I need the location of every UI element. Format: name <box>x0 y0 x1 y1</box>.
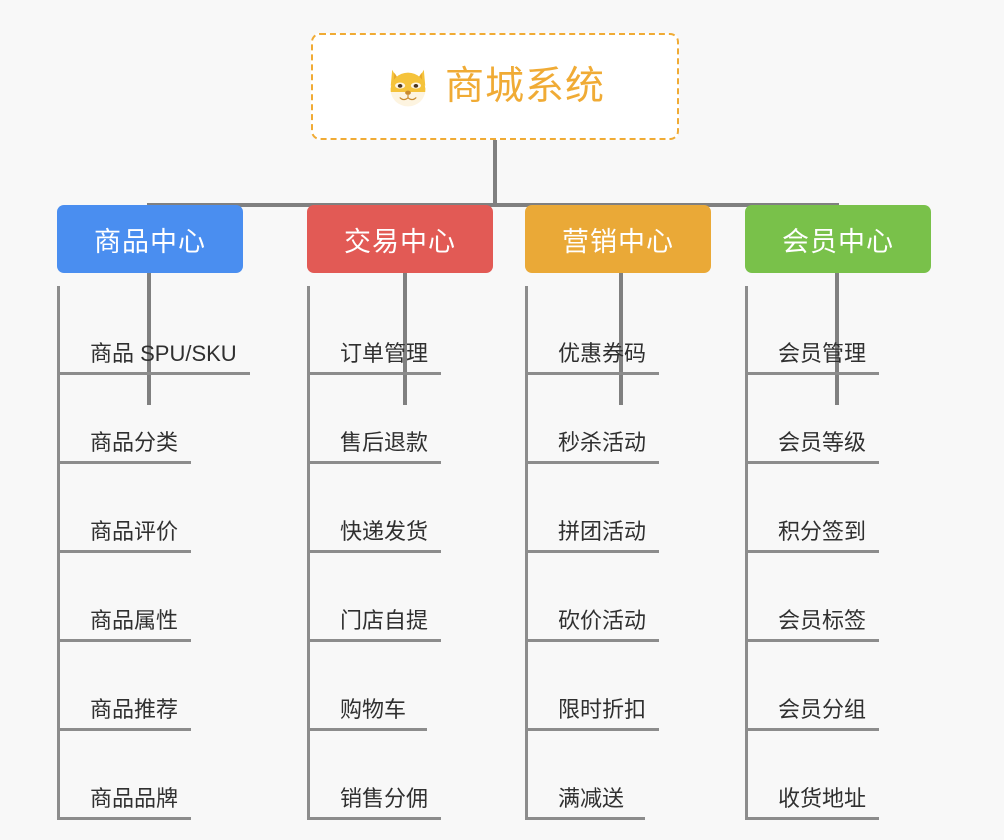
leaf-underline <box>745 372 879 375</box>
leaf-label: 购物车 <box>340 697 407 722</box>
leaf-label: 商品品牌 <box>90 786 179 811</box>
list-item[interactable]: 满减送 <box>525 731 711 820</box>
list-item[interactable]: 商品评价 <box>57 464 243 553</box>
category-column-1: 商品中心 商品 SPU/SKU 商品分类 商品评价 商品属性 商品推荐 <box>57 205 250 820</box>
leaf-underline <box>745 817 879 820</box>
list-item[interactable]: 砍价活动 <box>525 553 711 642</box>
leaf-label: 会员等级 <box>778 430 867 455</box>
list-item[interactable]: 限时折扣 <box>525 642 711 731</box>
leaf-label: 会员管理 <box>778 341 867 366</box>
leaf-underline <box>745 639 879 642</box>
leaf-underline <box>57 461 191 464</box>
category-column-2: 交易中心 订单管理 售后退款 快递发货 门店自提 购物车 <box>307 205 493 820</box>
leaf-underline <box>525 728 659 731</box>
leaf-underline <box>307 461 441 464</box>
connector-drop-3 <box>619 203 623 405</box>
leaf-underline <box>307 728 427 731</box>
leaf-underline <box>57 728 191 731</box>
list-item[interactable]: 销售分佣 <box>307 731 493 820</box>
list-item[interactable]: 商品 SPU/SKU <box>57 286 250 375</box>
leaf-label: 积分签到 <box>778 519 867 544</box>
leaf-rail-4 <box>745 286 748 820</box>
category-header-4[interactable]: 会员中心 <box>745 205 931 273</box>
leaf-underline <box>57 372 250 375</box>
leaf-label: 砍价活动 <box>558 608 647 633</box>
leaf-label: 售后退款 <box>340 430 429 455</box>
leaf-label: 商品推荐 <box>90 697 179 722</box>
leaf-area-2: 订单管理 售后退款 快递发货 门店自提 购物车 销售分佣 <box>307 286 493 820</box>
list-item[interactable]: 门店自提 <box>307 553 493 642</box>
list-item[interactable]: 拼团活动 <box>525 464 711 553</box>
leaf-area-4: 会员管理 会员等级 积分签到 会员标签 会员分组 收货地址 <box>745 286 931 820</box>
leaf-underline <box>525 817 645 820</box>
list-item[interactable]: 购物车 <box>307 642 493 731</box>
list-item[interactable]: 订单管理 <box>307 286 493 375</box>
leaf-label: 优惠券码 <box>558 341 647 366</box>
leaf-label: 商品 SPU/SKU <box>90 341 237 366</box>
category-header-2[interactable]: 交易中心 <box>307 205 493 273</box>
leaf-label: 收货地址 <box>778 786 867 811</box>
leaf-underline <box>745 461 879 464</box>
category-column-3: 营销中心 优惠券码 秒杀活动 拼团活动 砍价活动 限时折扣 <box>525 205 711 820</box>
connector-root-stem <box>493 140 497 205</box>
list-item[interactable]: 快递发货 <box>307 464 493 553</box>
shiba-dog-face-icon <box>390 69 426 106</box>
category-header-1[interactable]: 商品中心 <box>57 205 243 273</box>
leaf-underline <box>745 728 879 731</box>
leaf-underline <box>57 817 191 820</box>
list-item[interactable]: 会员分组 <box>745 642 931 731</box>
leaf-underline <box>525 372 659 375</box>
leaf-label: 商品分类 <box>90 430 179 455</box>
leaf-label: 会员分组 <box>778 697 867 722</box>
list-item[interactable]: 会员管理 <box>745 286 931 375</box>
list-item[interactable]: 商品品牌 <box>57 731 243 820</box>
list-item[interactable]: 商品推荐 <box>57 642 243 731</box>
category-header-3[interactable]: 营销中心 <box>525 205 711 273</box>
list-item[interactable]: 收货地址 <box>745 731 931 820</box>
leaf-label: 门店自提 <box>340 608 429 633</box>
leaf-label: 拼团活动 <box>558 519 647 544</box>
leaf-area-1: 商品 SPU/SKU 商品分类 商品评价 商品属性 商品推荐 商品品牌 <box>57 286 250 820</box>
connector-horizontal-bus <box>149 203 839 207</box>
list-item[interactable]: 积分签到 <box>745 464 931 553</box>
leaf-label: 商品属性 <box>90 608 179 633</box>
leaf-rail-2 <box>307 286 310 820</box>
list-item[interactable]: 售后退款 <box>307 375 493 464</box>
leaf-underline <box>307 372 441 375</box>
list-item[interactable]: 秒杀活动 <box>525 375 711 464</box>
list-item[interactable]: 会员等级 <box>745 375 931 464</box>
category-column-4: 会员中心 会员管理 会员等级 积分签到 会员标签 会员分组 <box>745 205 931 820</box>
list-item[interactable]: 商品分类 <box>57 375 243 464</box>
leaf-rail-3 <box>525 286 528 820</box>
leaf-label: 满减送 <box>558 786 625 811</box>
leaf-underline <box>525 550 659 553</box>
list-item[interactable]: 优惠券码 <box>525 286 711 375</box>
leaf-label: 销售分佣 <box>340 786 429 811</box>
list-item[interactable]: 会员标签 <box>745 553 931 642</box>
connector-drop-1 <box>147 203 151 405</box>
connector-drop-4 <box>835 203 839 405</box>
leaf-label: 会员标签 <box>778 608 867 633</box>
leaf-underline <box>307 639 441 642</box>
leaf-label: 快递发货 <box>340 519 429 544</box>
leaf-rail-1 <box>57 286 60 820</box>
leaf-underline <box>57 550 191 553</box>
leaf-underline <box>525 461 659 464</box>
leaf-label: 订单管理 <box>340 341 429 366</box>
root-node[interactable]: 商城系统 <box>311 33 679 140</box>
leaf-underline <box>307 817 441 820</box>
leaf-label: 限时折扣 <box>558 697 647 722</box>
leaf-underline <box>745 550 879 553</box>
leaf-underline <box>307 550 441 553</box>
leaf-underline <box>525 639 659 642</box>
leaf-area-3: 优惠券码 秒杀活动 拼团活动 砍价活动 限时折扣 满减送 <box>525 286 711 820</box>
leaf-label: 商品评价 <box>90 519 179 544</box>
leaf-underline <box>57 639 191 642</box>
root-title: 商城系统 <box>444 65 605 108</box>
leaf-label: 秒杀活动 <box>558 430 647 455</box>
connector-drop-2 <box>403 203 407 405</box>
list-item[interactable]: 商品属性 <box>57 553 243 642</box>
